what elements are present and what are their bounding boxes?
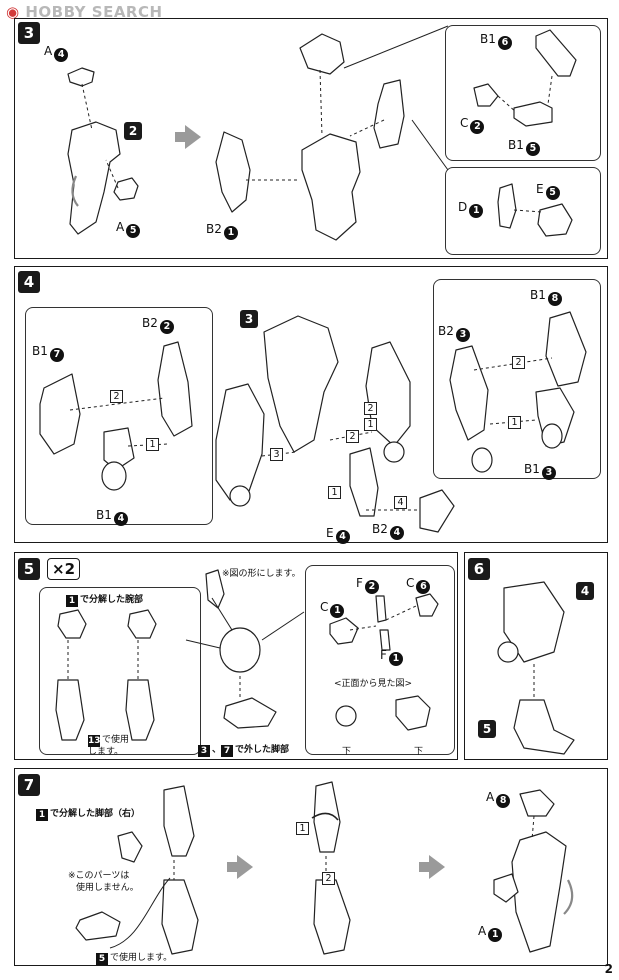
shape-note: ※図の形にします。	[222, 569, 301, 579]
multiplier-badge: ×2	[47, 558, 81, 580]
inset-left-parts	[25, 307, 213, 525]
flow-arrow	[175, 125, 201, 149]
seq-marker: 2	[512, 356, 525, 369]
flow-arrow	[227, 855, 253, 879]
step-7-panel: 7	[14, 768, 608, 966]
seq-marker: 1	[364, 418, 377, 431]
seq-marker: 1	[328, 486, 341, 499]
ref-step-2: 2	[124, 122, 142, 140]
front-view-label: <正面から見た図>	[334, 679, 413, 689]
site-header: ◉ HOBBY SEARCH	[0, 0, 619, 26]
seq-marker: 1	[508, 416, 521, 429]
step-number: 4	[18, 271, 40, 293]
use-note-2: します。	[88, 747, 124, 757]
step-number: 6	[468, 558, 490, 580]
use-note: 13で使用	[88, 735, 130, 747]
down-label-left: 下	[342, 747, 352, 757]
step-number: 7	[18, 774, 40, 796]
unused-note-1: ※このパーツは	[68, 871, 130, 881]
flow-arrow	[419, 855, 445, 879]
inset-right-parts	[433, 279, 601, 479]
step-number: 5	[18, 558, 40, 580]
seq-marker: 2	[322, 872, 335, 885]
seq-marker: 1	[146, 438, 159, 451]
ref-step-3: 3	[240, 310, 258, 328]
step-number: 3	[18, 22, 40, 44]
seq-marker: 2	[346, 430, 359, 443]
unused-note-2: 使用しません。	[76, 883, 139, 893]
seq-marker: 1	[296, 822, 309, 835]
step-4-panel: 4	[14, 266, 608, 543]
seq-marker: 2	[110, 390, 123, 403]
brand-text: HOBBY SEARCH	[25, 3, 163, 21]
brand-logo: ◉ HOBBY SEARCH	[6, 3, 163, 21]
down-label-right: 下	[414, 747, 424, 757]
seq-marker: 3	[270, 448, 283, 461]
seq-marker: 2	[364, 402, 377, 415]
seq-marker: 4	[394, 496, 407, 509]
page-number: 2	[604, 962, 613, 976]
inset-arm-parts	[39, 587, 201, 755]
ref-step-4: 4	[576, 582, 594, 600]
ref-step-5: 5	[478, 720, 496, 738]
